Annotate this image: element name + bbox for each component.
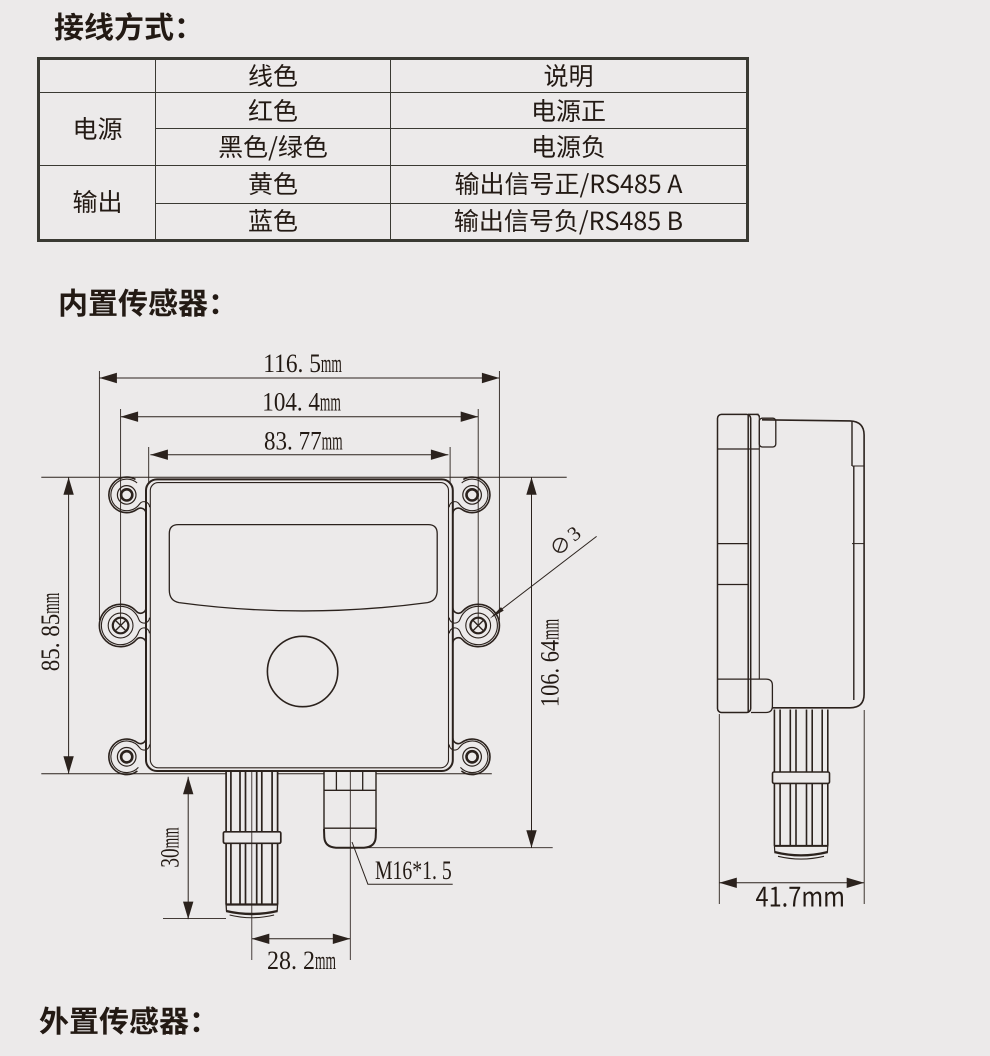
svg-text:116. 5: 116. 5 — [263, 348, 321, 378]
svg-text:83. 77: 83. 77 — [264, 426, 322, 456]
svg-text:mm: mm — [321, 348, 342, 378]
svg-text:mm: mm — [35, 593, 65, 614]
svg-text:28. 2: 28. 2 — [267, 945, 315, 975]
svg-text:30: 30 — [155, 848, 185, 867]
svg-text:85. 85: 85. 85 — [35, 614, 65, 672]
svg-text:mm: mm — [320, 387, 341, 417]
svg-text:106. 64: 106. 64 — [535, 640, 565, 707]
svg-text:mm: mm — [535, 619, 565, 640]
svg-text:mm: mm — [322, 426, 343, 456]
svg-text:41.7mm: 41.7mm — [756, 876, 846, 915]
svg-text:M16*1. 5: M16*1. 5 — [375, 855, 452, 885]
svg-text:104. 4: 104. 4 — [262, 387, 320, 417]
svg-text:mm: mm — [315, 945, 336, 975]
svg-text:mm: mm — [155, 827, 185, 848]
